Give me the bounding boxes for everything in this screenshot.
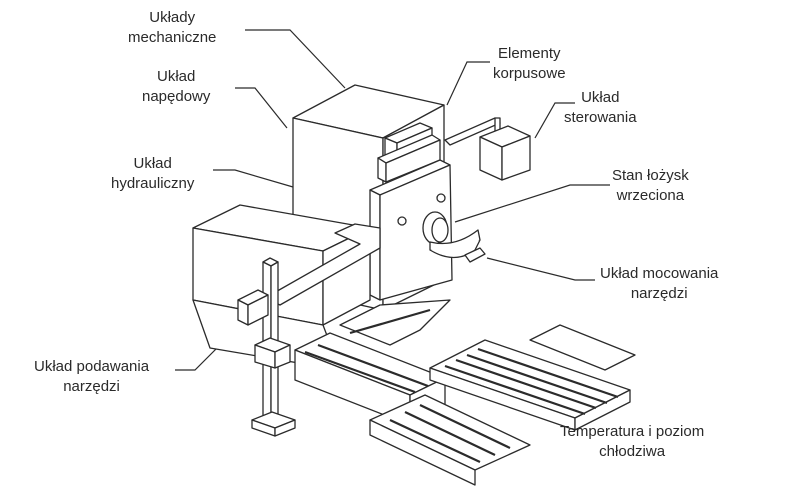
label-line: korpusowe [493, 65, 566, 82]
leader-uklad-hydrauliczny [213, 169, 294, 188]
control-box [444, 117, 531, 181]
label-line: hydrauliczny [111, 175, 195, 192]
label-line: Układ [157, 68, 196, 85]
leader-lines [175, 29, 610, 371]
leader-stan-lozysk [454, 184, 610, 223]
tool-changer [237, 257, 296, 437]
work-table [429, 324, 636, 431]
spindle-head [369, 122, 486, 301]
leader-elementy-korpusowe [446, 61, 490, 106]
label-line: Układ podawania [34, 358, 150, 375]
label-line: Stan łożysk [612, 167, 689, 184]
label-uklad-hydrauliczny: Układ hydrauliczny [111, 154, 194, 194]
label-line: Układ mocowania [600, 265, 719, 282]
label-line: chłodziwa [599, 443, 666, 460]
machine-bed [294, 299, 531, 486]
label-line: Układ [581, 89, 620, 106]
label-line: Układy [149, 9, 196, 26]
label-line: napędowy [142, 88, 211, 105]
leader-uklad-sterowania [534, 102, 575, 139]
label-uklad-sterowania: Układ sterowania [564, 88, 637, 128]
label-uklad-mocowania-narzedzi: Układ mocowania narzędzi [600, 264, 718, 304]
leader-uklad-napedowy [235, 87, 288, 129]
label-uklad-podawania-narzedzi: Układ podawania narzędzi [34, 357, 149, 397]
label-line: Układ [133, 155, 172, 172]
label-elementy-korpusowe: Elementy korpusowe [493, 44, 566, 84]
label-line: sterowania [564, 109, 637, 126]
label-temperatura-chlodziwa: Temperatura i poziom chłodziwa [560, 422, 704, 462]
label-line: Temperatura i poziom [560, 423, 705, 440]
label-line: narzędzi [630, 285, 688, 302]
label-line: wrzeciona [616, 187, 685, 204]
label-line: Elementy [498, 45, 561, 62]
leader-uklady-mechaniczne [245, 29, 346, 89]
label-line: narzędzi [63, 378, 120, 395]
label-line: mechaniczne [128, 29, 217, 46]
label-uklad-napedowy: Układ napędowy [142, 67, 210, 107]
leader-mocowanie [486, 257, 595, 281]
label-stan-lozysk-wrzeciona: Stan łożysk wrzeciona [612, 166, 689, 206]
label-uklady-mechaniczne: Układy mechaniczne [128, 8, 216, 48]
